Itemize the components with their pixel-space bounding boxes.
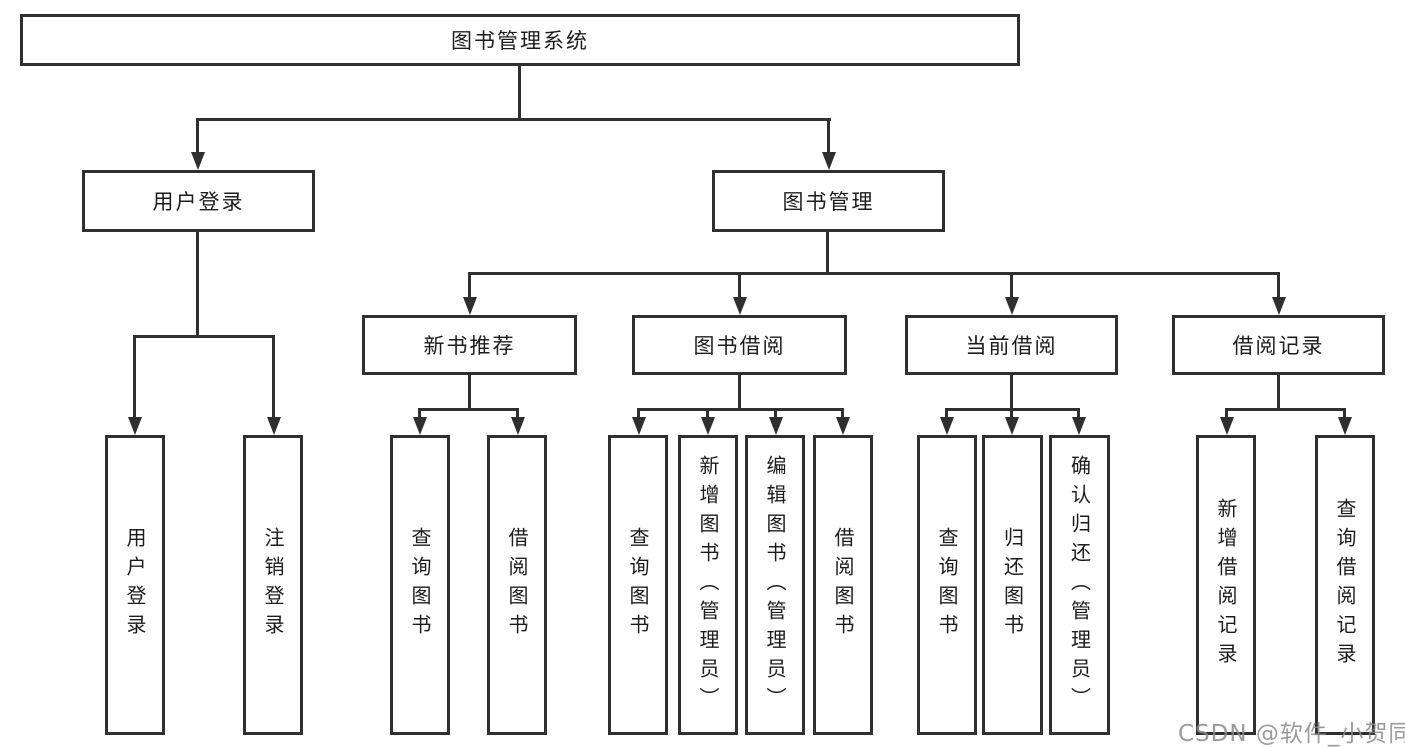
arrowhead-add-books — [701, 417, 715, 435]
arrowhead-borrow-recommend — [511, 417, 525, 435]
connector-drop-return-books — [1010, 408, 1013, 419]
connector-drop-borrow-records — [1277, 272, 1280, 299]
connector-drop-query-borrow — [637, 408, 640, 419]
connector-drop-leaf-logout — [272, 335, 275, 419]
arrowhead-query-current — [940, 417, 954, 435]
leaf-add-books-admin: 新增图书（管理员） — [678, 435, 738, 735]
leaf-query-books-recommend-label: 查询图书 — [408, 527, 432, 643]
leaf-add-books-admin-label: 新增图书（管理员） — [696, 454, 720, 716]
arrowhead-new-book — [463, 297, 477, 315]
arrowhead-current-borrow — [1005, 297, 1019, 315]
connector-current-borrow-trunk — [1010, 375, 1013, 408]
node-new-book-recommend: 新书推荐 — [362, 315, 577, 375]
connector-drop-confirm-return — [1077, 408, 1080, 419]
connector-drop-edit-books — [774, 408, 777, 419]
node-book-borrow-label: 图书借阅 — [693, 334, 786, 358]
connector-drop-query-record — [1343, 408, 1346, 419]
connector-drop-borrow-recommend — [516, 408, 519, 419]
arrowhead-leaf-user-login — [128, 417, 142, 435]
connector-drop-query-recommend — [418, 408, 421, 419]
leaf-borrow-books-recommend-label: 借阅图书 — [505, 527, 529, 643]
connector-book-borrow-branch — [637, 408, 844, 411]
connector-book-borrow-trunk — [738, 375, 741, 408]
connector-drop-query-current — [945, 408, 948, 419]
node-book-management: 图书管理 — [712, 170, 945, 232]
leaf-add-borrow-record-label: 新增借阅记录 — [1214, 498, 1238, 672]
connector-root-branch — [196, 118, 831, 121]
leaf-query-borrow-record-label: 查询借阅记录 — [1333, 498, 1357, 672]
arrowhead-edit-books — [769, 417, 783, 435]
node-user-login: 用户登录 — [82, 170, 315, 232]
connector-user-login-branch — [133, 335, 275, 338]
leaf-query-books-recommend: 查询图书 — [390, 435, 450, 735]
arrowhead-borrow-books — [836, 417, 850, 435]
connector-drop-current-borrow — [1010, 272, 1013, 299]
connector-drop-add-books — [706, 408, 709, 419]
csdn-watermark: CSDN @软件_小贺同学 — [1178, 721, 1405, 747]
connector-user-login-trunk — [196, 232, 199, 335]
connector-new-book-branch — [418, 408, 519, 411]
arrowhead-query-borrow — [632, 417, 646, 435]
arrowhead-leaf-logout — [267, 417, 281, 435]
leaf-query-books-borrow-label: 查询图书 — [626, 527, 650, 643]
arrowhead-book-management — [822, 152, 836, 170]
leaf-edit-books-admin-label: 编辑图书（管理员） — [763, 454, 787, 716]
leaf-user-login: 用户登录 — [105, 435, 165, 735]
connector-borrow-records-branch — [1225, 408, 1346, 411]
connector-borrow-records-trunk — [1277, 375, 1280, 408]
connector-root-trunk — [518, 66, 521, 118]
arrowhead-confirm-return — [1072, 417, 1086, 435]
arrowhead-user-login — [191, 152, 205, 170]
connector-drop-user-login — [196, 118, 199, 154]
leaf-user-login-label: 用户登录 — [123, 527, 147, 643]
connector-new-book-trunk — [468, 375, 471, 408]
connector-drop-borrow-books — [841, 408, 844, 419]
node-current-borrow-label: 当前借阅 — [965, 334, 1058, 358]
connector-drop-book-management — [827, 118, 830, 154]
leaf-return-books-label: 归还图书 — [1000, 527, 1025, 643]
connector-book-management-branch — [468, 272, 1280, 275]
node-current-borrow: 当前借阅 — [905, 315, 1118, 375]
leaf-return-books: 归还图书 — [982, 435, 1043, 735]
node-user-login-label: 用户登录 — [152, 190, 245, 214]
node-book-borrow: 图书借阅 — [632, 315, 847, 375]
leaf-borrow-books: 借阅图书 — [813, 435, 873, 735]
leaf-confirm-return-admin: 确认归还（管理员） — [1049, 435, 1110, 735]
connector-book-management-trunk — [826, 232, 829, 272]
connector-drop-add-record — [1225, 408, 1228, 419]
leaf-logout-label: 注销登录 — [261, 527, 285, 643]
leaf-edit-books-admin: 编辑图书（管理员） — [745, 435, 805, 735]
arrowhead-query-recommend — [413, 417, 427, 435]
leaf-query-borrow-record: 查询借阅记录 — [1315, 435, 1375, 735]
leaf-add-borrow-record: 新增借阅记录 — [1196, 435, 1256, 735]
node-borrow-records: 借阅记录 — [1172, 315, 1385, 375]
node-new-book-recommend-label: 新书推荐 — [423, 334, 516, 358]
leaf-borrow-books-label: 借阅图书 — [831, 527, 855, 643]
leaf-query-books-current: 查询图书 — [917, 435, 977, 735]
node-borrow-records-label: 借阅记录 — [1232, 334, 1325, 358]
connector-drop-book-borrow — [738, 272, 741, 299]
leaf-query-books-current-label: 查询图书 — [935, 527, 959, 643]
arrowhead-book-borrow — [733, 297, 747, 315]
arrowhead-borrow-records — [1272, 297, 1286, 315]
node-book-management-label: 图书管理 — [782, 190, 875, 214]
arrowhead-add-record — [1220, 417, 1234, 435]
leaf-query-books-borrow: 查询图书 — [608, 435, 668, 735]
arrowhead-return-books — [1005, 417, 1019, 435]
connector-drop-new-book — [468, 272, 471, 299]
leaf-confirm-return-admin-label: 确认归还（管理员） — [1067, 454, 1092, 716]
leaf-borrow-books-recommend: 借阅图书 — [487, 435, 547, 735]
node-root-label: 图书管理系统 — [451, 29, 589, 53]
connector-drop-leaf-user-login — [133, 335, 136, 419]
arrowhead-query-record — [1338, 417, 1352, 435]
leaf-logout: 注销登录 — [243, 435, 303, 735]
node-root: 图书管理系统 — [20, 14, 1020, 66]
